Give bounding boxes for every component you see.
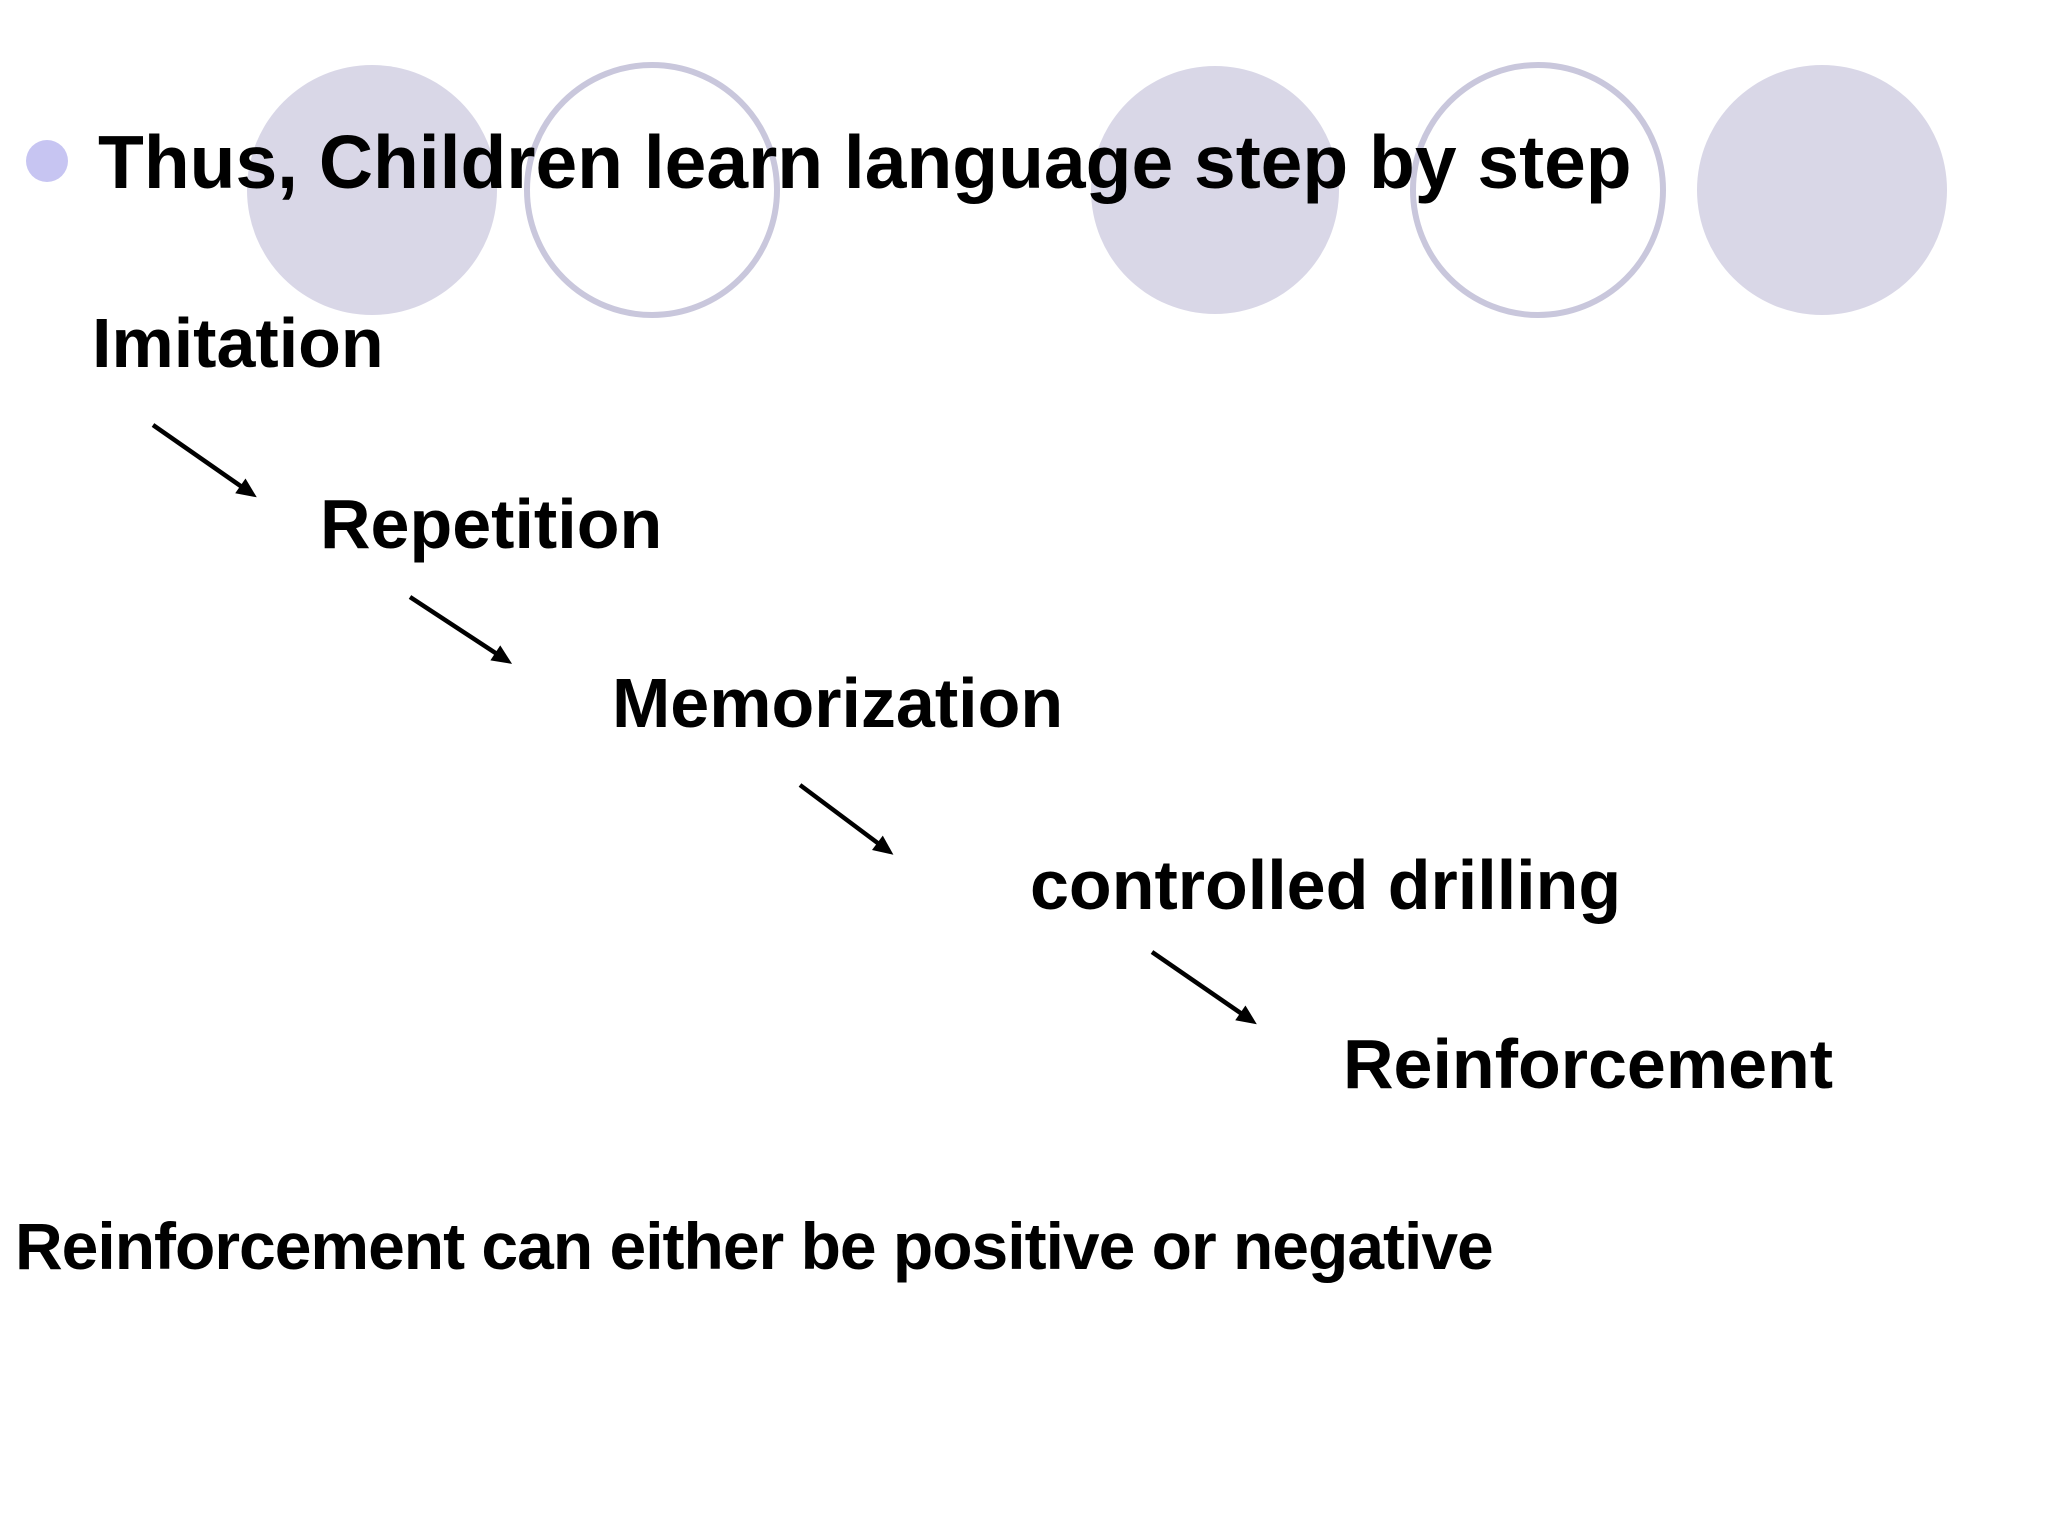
- decor-circle-filled-3: [1697, 65, 1947, 315]
- cascade-step-controlled-drilling: controlled drilling: [1030, 846, 1622, 924]
- arrow-down-right-icon-1: [151, 423, 257, 498]
- bullet-icon: [26, 140, 68, 182]
- arrow-down-right-icon-4: [1150, 950, 1257, 1025]
- cascade-step-reinforcement: Reinforcement: [1343, 1025, 1834, 1103]
- slide-title: Thus, Children learn language step by st…: [98, 120, 1632, 204]
- cascade-step-imitation: Imitation: [92, 304, 384, 382]
- arrow-down-right-icon-2: [408, 595, 513, 664]
- arrow-down-right-icon-3: [798, 783, 894, 855]
- cascade-step-memorization: Memorization: [612, 664, 1064, 742]
- cascade-step-repetition: Repetition: [320, 485, 663, 563]
- footer-note: Reinforcement can either be positive or …: [15, 1209, 1494, 1283]
